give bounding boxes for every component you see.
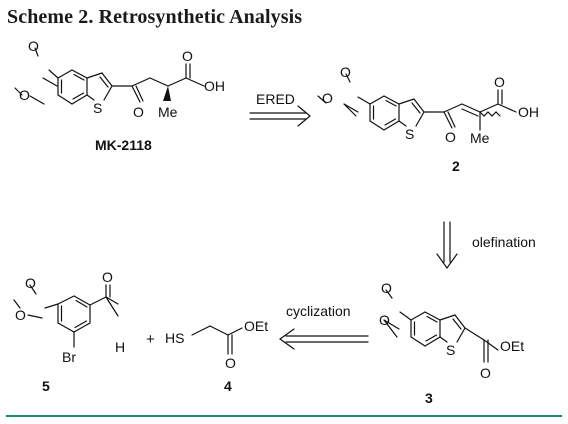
scheme-title: Scheme 2. Retrosynthetic Analysis xyxy=(7,6,303,28)
atom-oh: OH xyxy=(518,104,539,120)
retro-arrow-cyclization xyxy=(278,328,369,350)
compound-3: O O S OEt O xyxy=(379,280,524,381)
atom-o-methoxy-bottom: O xyxy=(15,307,26,323)
atom-o-acid: O xyxy=(182,48,193,64)
atom-oh: OH xyxy=(204,78,225,94)
atom-oet: OEt xyxy=(244,318,268,334)
atom-o-ketone: O xyxy=(133,104,144,120)
atom-o-methoxy-top: O xyxy=(25,275,36,291)
condition-cyclization: cyclization xyxy=(286,303,351,319)
atom-o-carbonyl: O xyxy=(225,355,236,371)
atom-o-ketone: O xyxy=(445,129,456,145)
compound-label-mk2118: MK-2118 xyxy=(95,137,152,153)
atom-o-methoxy-top: O xyxy=(28,38,39,54)
compound-label-3: 3 xyxy=(425,390,433,406)
atom-h: H xyxy=(115,339,125,355)
atom-s: S xyxy=(93,100,102,116)
retro-arrow-ered xyxy=(249,105,311,127)
condition-ered: ERED xyxy=(256,91,295,107)
atom-o-aldehyde: O xyxy=(102,269,113,285)
atom-o-methoxy-top: O xyxy=(381,280,392,296)
compound-mk2118: O O S O Me O OH xyxy=(14,38,225,120)
scheme-bottom-rule xyxy=(6,415,562,417)
atom-hs: HS xyxy=(165,330,184,346)
compound-2: O O S O Me O OH xyxy=(317,64,539,146)
compound-label-5: 5 xyxy=(42,378,50,394)
atom-o-methoxy-bottom: O xyxy=(379,312,390,328)
retro-arrow-olefination xyxy=(436,221,458,270)
atom-me: Me xyxy=(470,130,490,146)
atom-o-methoxy-top: O xyxy=(340,64,351,80)
atom-o-carbonyl: O xyxy=(480,365,491,381)
atom-o-acid: O xyxy=(494,74,505,90)
plus-sign: + xyxy=(146,331,155,348)
compound-5: O O O H Br xyxy=(13,269,125,365)
atom-br: Br xyxy=(62,349,76,365)
atom-oet: OEt xyxy=(500,338,524,354)
atom-o-methoxy-bottom: O xyxy=(19,87,30,103)
atom-s: S xyxy=(405,126,414,142)
atom-me: Me xyxy=(158,104,178,120)
compound-4: HS OEt O xyxy=(165,318,268,371)
compound-label-4: 4 xyxy=(224,378,232,394)
condition-olefination: olefination xyxy=(472,234,536,250)
atom-s: S xyxy=(446,342,455,358)
compound-label-2: 2 xyxy=(452,158,460,174)
atom-o-methoxy-bottom: O xyxy=(322,90,333,106)
